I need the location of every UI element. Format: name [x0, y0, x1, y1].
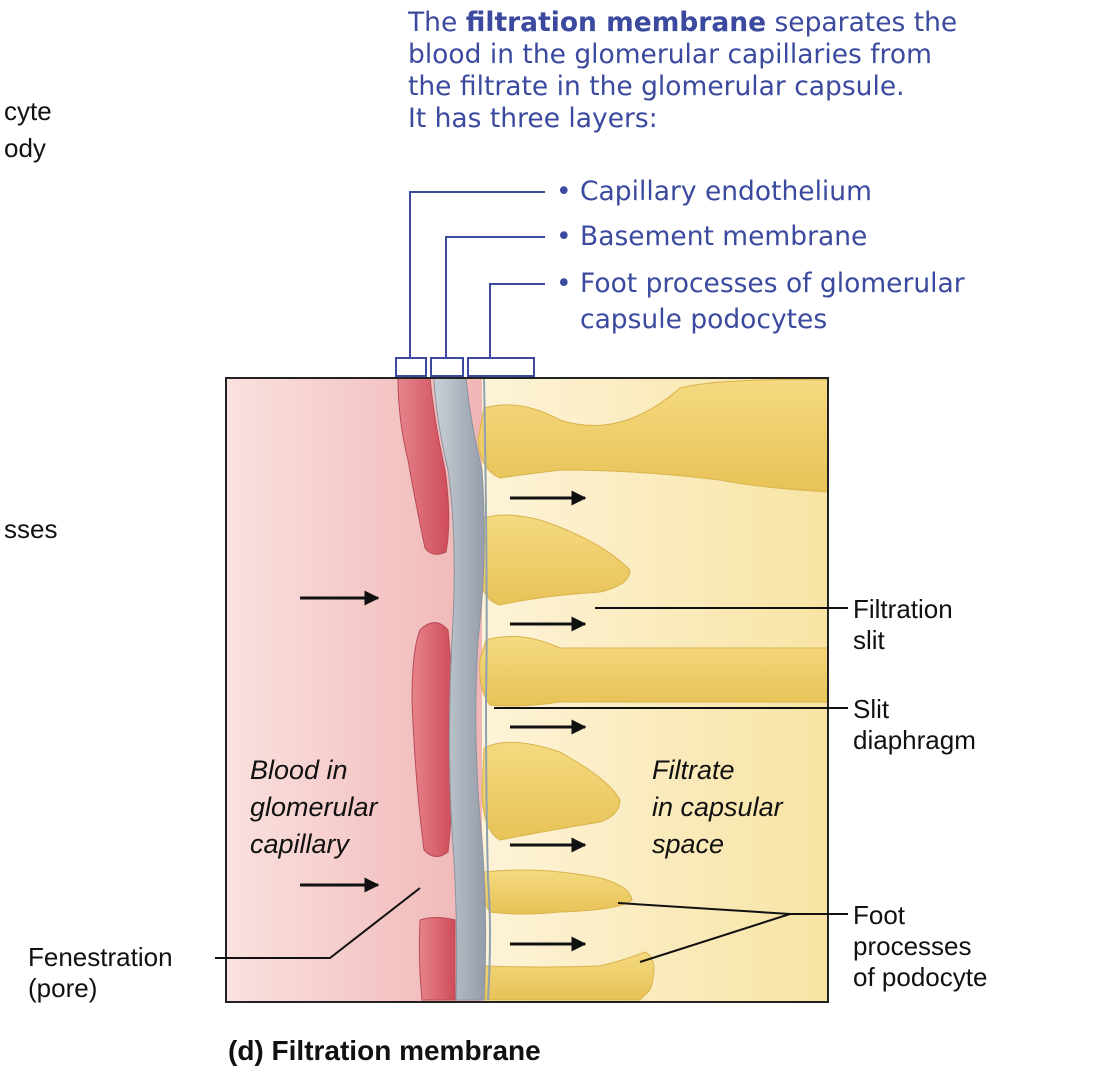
figure-caption: (d) Filtration membrane	[228, 1035, 541, 1066]
layer-foot-processes-cont: capsule podocytes	[580, 304, 828, 335]
intro-line-2: blood in the glomerular capillaries from	[408, 39, 932, 70]
layer-basement-membrane: • Basement membrane	[556, 221, 868, 252]
intro-line-3: the filtrate in the glomerular capsule.	[408, 71, 905, 102]
intro-text: The filtration membrane separates the bl…	[408, 7, 957, 135]
layer-foot-processes: • Foot processes of glomerular	[556, 268, 965, 299]
label-blood-region: Blood in glomerular capillary	[250, 755, 378, 859]
label-slit-diaphragm: Slit diaphragm	[853, 694, 976, 755]
intro-bold-term: filtration membrane	[465, 7, 767, 38]
flow-arrows	[300, 490, 587, 952]
cropped-label-top-2: ody	[4, 133, 46, 163]
capillary-endothelium	[397, 377, 456, 1001]
layer-leaders	[409, 191, 545, 358]
label-leaders	[215, 607, 848, 963]
cropped-label-top-1: cyte	[4, 96, 52, 126]
label-fenestration: Fenestration (pore)	[28, 942, 173, 1003]
basement-membrane	[433, 377, 487, 1001]
label-foot-processes: Foot processes of podocyte	[853, 900, 988, 992]
cropped-label-mid: sses	[4, 514, 58, 544]
label-filtrate-region: Filtrate in capsular space	[652, 755, 783, 859]
layer-brackets	[395, 357, 535, 377]
slit-diaphragm-line	[483, 377, 491, 1001]
foot-processes	[477, 379, 829, 1001]
layer-capillary-endothelium: • Capillary endothelium	[556, 176, 872, 207]
label-filtration-slit: Filtration slit	[853, 594, 953, 655]
intro-line-4: It has three layers:	[408, 103, 658, 134]
intro-line-1: The filtration membrane separates the	[408, 7, 958, 38]
